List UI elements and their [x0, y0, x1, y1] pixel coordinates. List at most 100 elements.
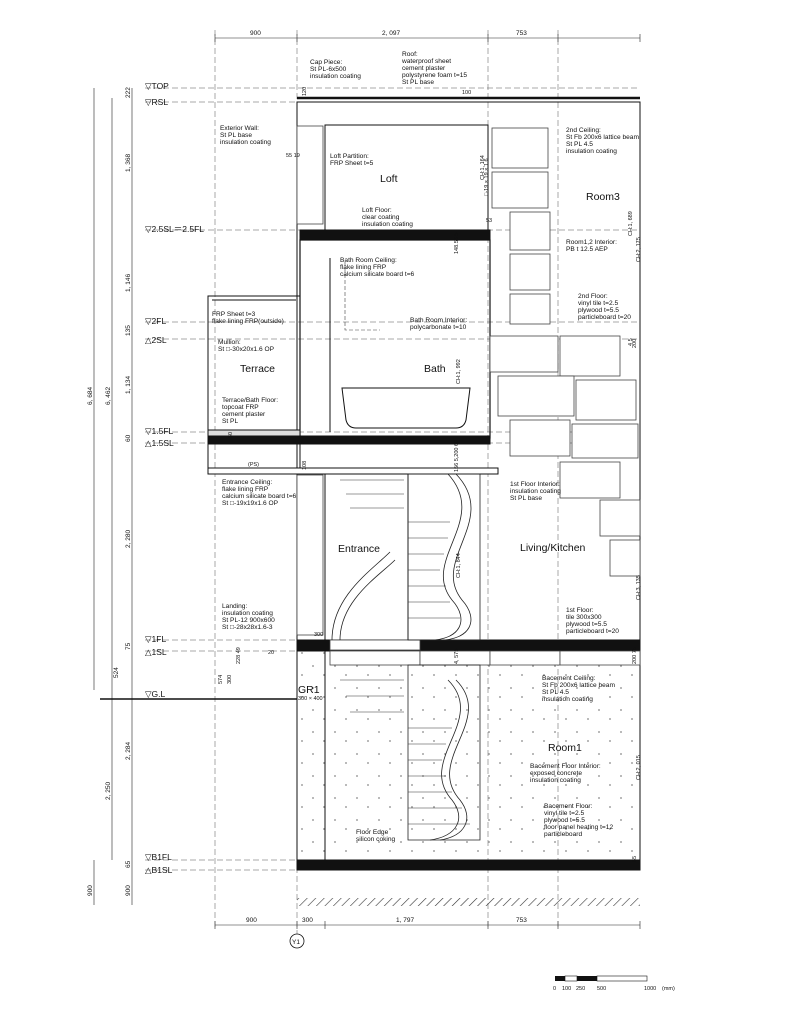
level-b1fl: ▽B1FL	[145, 852, 172, 862]
stacked-boxes	[296, 125, 641, 666]
lbl-53: 53	[486, 218, 492, 224]
dimension-lines	[93, 34, 641, 929]
bottom-dim-1: 900	[246, 917, 257, 924]
lbl-ch2015: CH:2, 015	[636, 755, 642, 780]
note-basement-interior: Bacement Floor Interior:exposed concrete…	[530, 763, 601, 784]
axis-label: Y1	[292, 939, 300, 946]
level-rsl: ▽RSL	[145, 97, 168, 107]
room-entrance: Entrance	[338, 543, 380, 555]
lbl-ch1164: CH:1, 164	[480, 155, 486, 180]
ldim-1134: 1, 134	[125, 376, 132, 394]
scale-tick-1000: 1000	[644, 986, 656, 992]
lbl-v14856: 148.56 5	[454, 233, 460, 254]
note-bath-interior: Bath Room Interior:polycarbonate t=10	[410, 317, 467, 331]
ldim-60: 60	[125, 434, 132, 442]
note-room12-interior: Room1,2 Interior:PB t 12.5 AEP	[566, 239, 617, 253]
level-15sl: △1.5SL	[145, 438, 174, 448]
room-loft: Loft	[380, 173, 398, 185]
ldim-135: 135	[125, 325, 132, 336]
lbl-20: 20	[268, 650, 274, 656]
lbl-200a: 200	[632, 339, 638, 348]
note-mullion: Mullion:St □-30x20x1.6 OP	[218, 339, 275, 353]
lbl-200b: 200 75	[632, 647, 638, 664]
odim-6684: 6, 684	[87, 387, 94, 405]
odim-2250: 2, 250	[105, 782, 112, 800]
level-1fl: ▽1FL	[145, 634, 166, 644]
level-top: ▽TOP	[145, 81, 169, 91]
bathtub	[341, 387, 471, 429]
ldim-65: 65	[125, 860, 132, 868]
scale-unit: (mm)	[662, 986, 675, 992]
bath-door-swing	[344, 262, 380, 331]
room-room1: Room1	[548, 742, 582, 754]
lbl-ch1844: CH:1, 844	[456, 553, 462, 578]
room-bath: Bath	[424, 363, 446, 375]
lbl-55: 55 19	[286, 153, 300, 159]
lbl-65: 65	[632, 856, 638, 862]
ldim-2284: 2, 284	[125, 742, 132, 760]
top-dim-3: 753	[516, 30, 527, 37]
lbl-108: 108	[302, 461, 308, 470]
scale-bar	[555, 975, 648, 982]
lbl-ch3135: CH:3, 135	[636, 575, 642, 600]
scale-tick-500: 500	[597, 986, 606, 992]
lbl-300a: 300	[314, 632, 323, 638]
scale-tick-250: 250	[576, 986, 585, 992]
bottom-dim-3: 1, 797	[396, 917, 414, 924]
lbl-228: 228 49	[236, 647, 242, 664]
spiral-stair	[331, 473, 481, 841]
lbl-ch1992: CH:1, 992	[456, 359, 462, 384]
ldim-75: 75	[125, 642, 132, 650]
room-gr1: GR1	[298, 684, 320, 696]
note-basement-ceiling: Bacement Ceiling:St Fb 200x6 lattice bea…	[542, 675, 615, 703]
note-loft-partition: Loft Partition:FRP Sheet t=5	[330, 153, 374, 167]
lbl-120: 120	[302, 87, 308, 96]
lbl-574: 574	[218, 675, 224, 684]
lbl-ch2175: CH:2, 175	[636, 237, 642, 262]
building-section	[100, 96, 641, 906]
lbl-300b: 300	[227, 675, 233, 684]
bottom-dim-4: 753	[516, 917, 527, 924]
lbl-v45: 4 5	[628, 338, 634, 346]
scale-tick-100: 100	[562, 986, 571, 992]
room-living: Living/Kitchen	[520, 542, 586, 554]
stair-treads	[340, 479, 470, 825]
lbl-v1919: □-19 × 19 × 1.6	[484, 158, 490, 196]
ldim-524: 524	[113, 667, 120, 678]
ldim-2280: 2, 280	[125, 530, 132, 548]
axis-bubble	[289, 933, 305, 949]
level-1sl: △1SL	[145, 647, 167, 657]
top-dim-2: 2, 097	[382, 30, 400, 37]
ldim-1368: 1, 368	[125, 154, 132, 172]
lbl-v4575: 4, 575	[454, 649, 460, 664]
level-2sl: △2SL	[145, 335, 167, 345]
odim-6462: 6, 462	[105, 387, 112, 405]
lbl-v156: 156 5,200 60	[454, 440, 460, 472]
ldim-222: 222	[125, 87, 132, 98]
level-15fl: ▽1.5FL	[145, 426, 174, 436]
level-25sl: ▽2.5SL＝2.5FL	[145, 224, 204, 234]
lbl-100: 100	[462, 90, 471, 96]
top-dim-1: 900	[250, 30, 261, 37]
ldim-1146: 1, 146	[125, 274, 132, 292]
lbl-ch1689: CH:1, 689	[628, 211, 634, 236]
room-room3: Room3	[586, 191, 620, 203]
level-gl: ▽G.L	[145, 689, 166, 699]
scale-tick-0: 0	[553, 986, 556, 992]
lbl-80: 80	[228, 432, 234, 438]
lbl-ps: (PS)	[248, 462, 259, 468]
odim-900: 900	[87, 885, 94, 896]
